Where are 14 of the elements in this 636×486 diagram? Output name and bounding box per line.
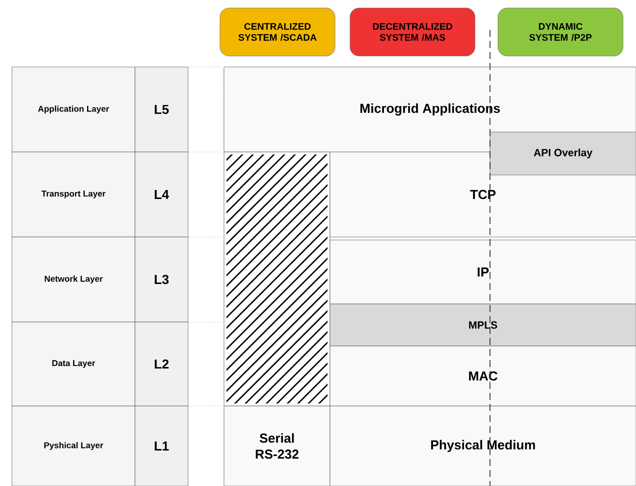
protocol-box: Serial RS-232 <box>224 406 330 486</box>
layer-number-cell: L1 <box>134 406 188 486</box>
pill: CENTRALIZED SYSTEM /SCADA <box>220 8 336 56</box>
layer-number-cell: L5 <box>134 66 188 152</box>
protocol-box: IP <box>330 240 636 304</box>
protocol-box: MPLS <box>330 304 636 346</box>
layer-name-cell: Pyshical Layer <box>12 406 136 486</box>
layer-name-cell: Application Layer <box>12 66 136 152</box>
protocol-box: API Overlay <box>490 132 636 176</box>
node-label: Serial RS-232 <box>256 433 299 459</box>
pill: DECENTRALIZED SYSTEM /MAS <box>350 8 476 56</box>
pill: DYNAMIC SYSTEM /P2P <box>498 8 624 56</box>
protocol-box: MAC <box>330 346 636 406</box>
hatched-box <box>224 152 330 406</box>
